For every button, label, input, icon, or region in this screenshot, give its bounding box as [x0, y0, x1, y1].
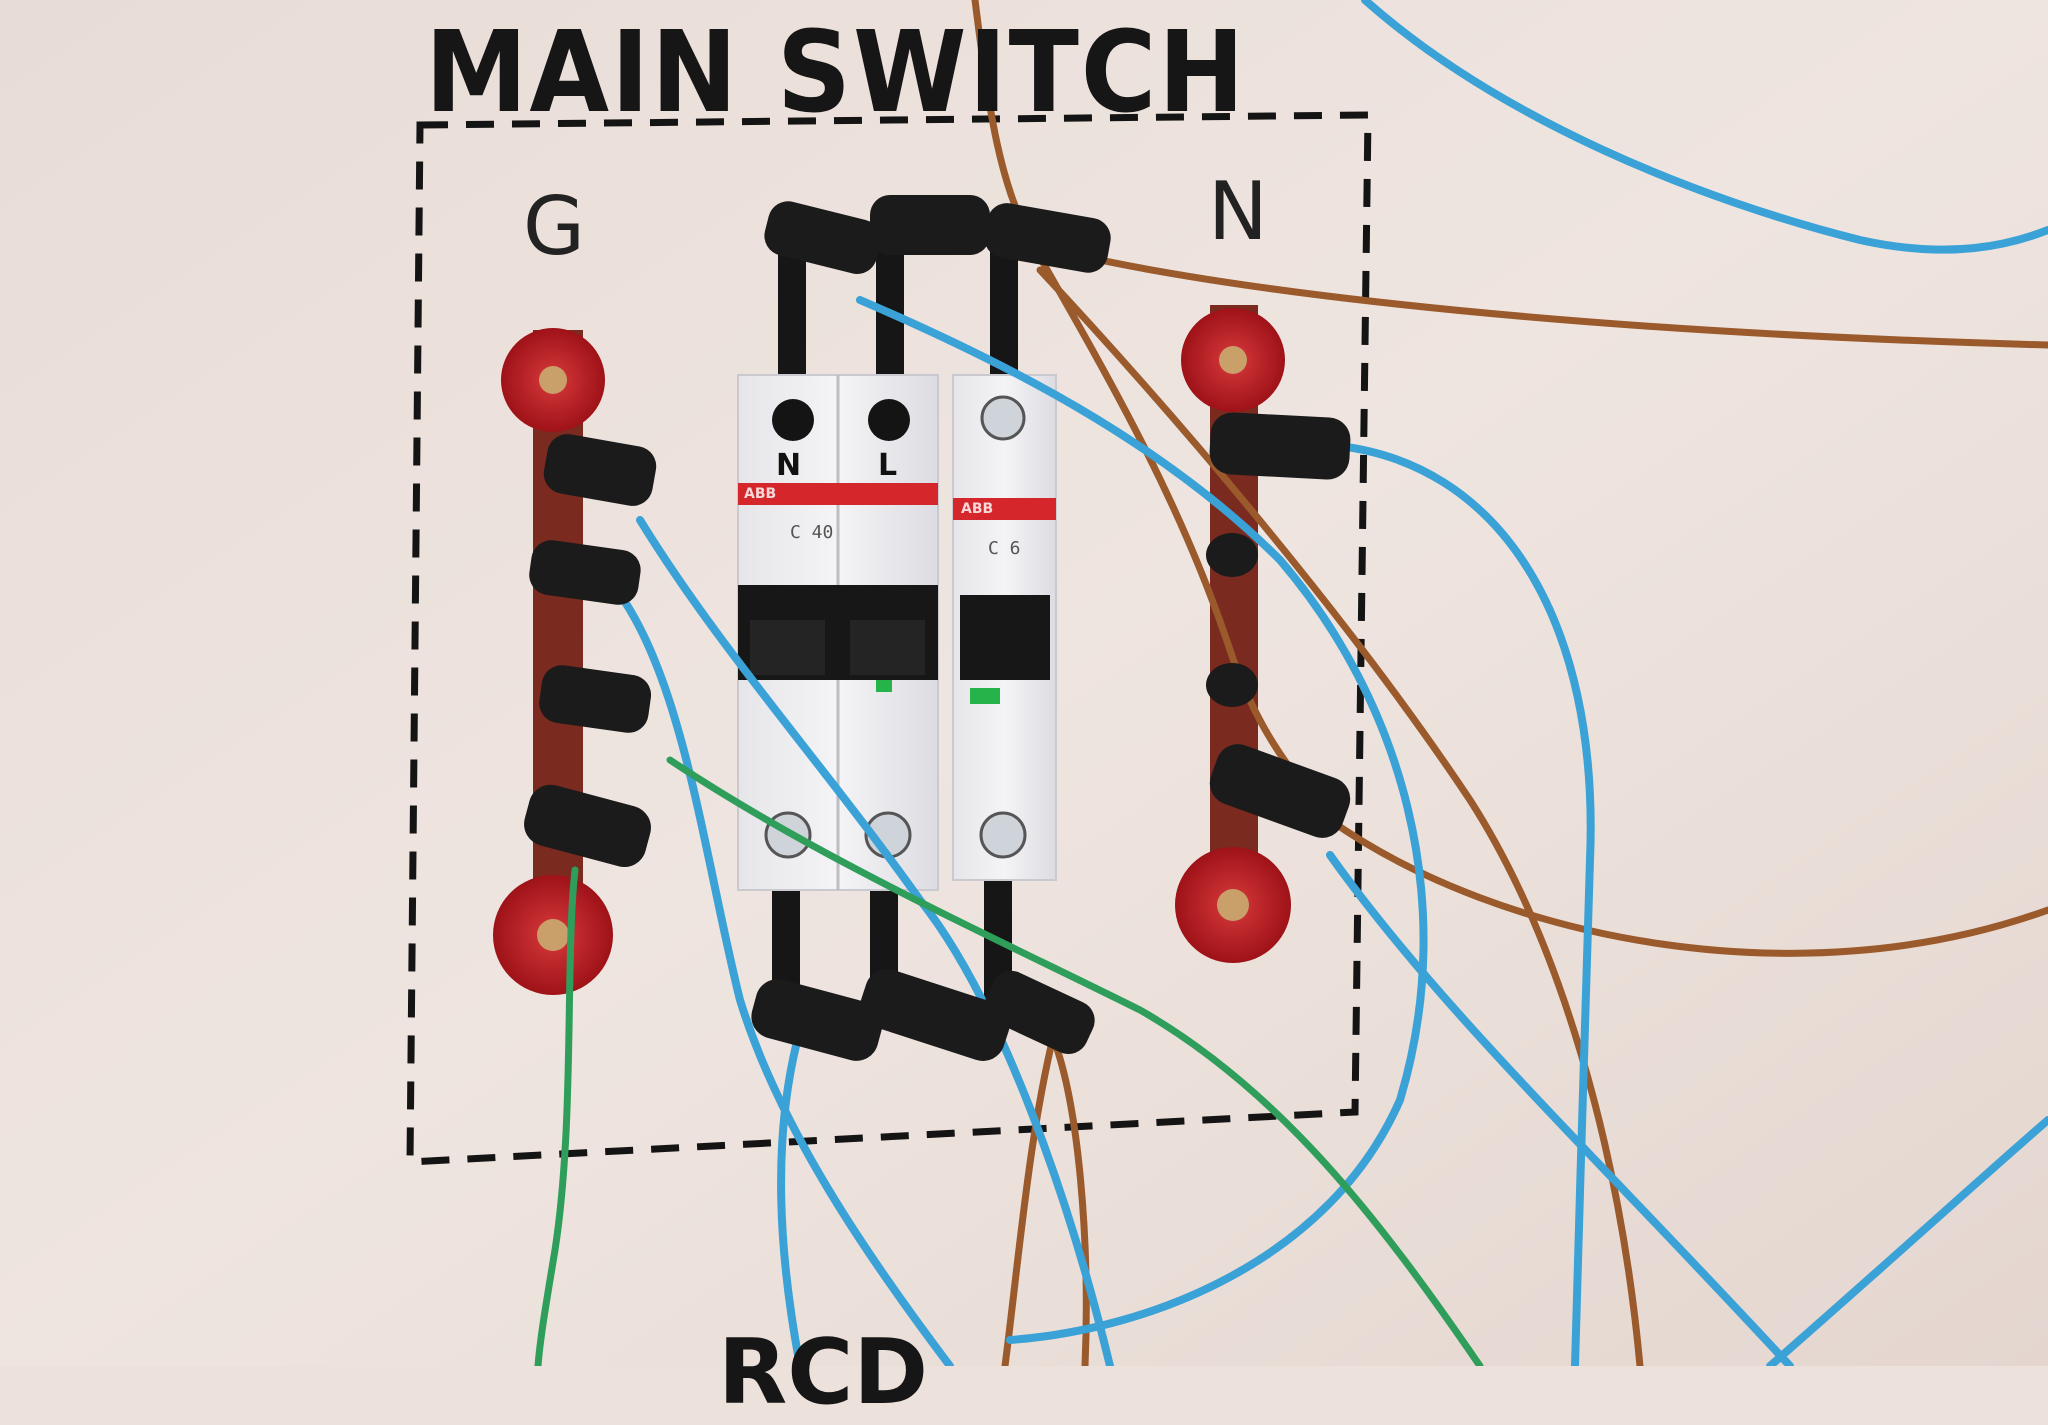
single-pole-breaker — [952, 374, 1057, 881]
neutral-label: N — [1208, 165, 1268, 258]
ground-busbar — [493, 328, 613, 995]
banana-plugs — [524, 195, 1351, 1061]
double-pole-breaker — [737, 374, 939, 891]
main-switch-title: MAIN SWITCH — [425, 8, 1247, 138]
abb-brand-left: ABB — [744, 486, 777, 502]
rating-left: C 40 — [790, 522, 834, 543]
rcd-label: RCD — [718, 1320, 929, 1425]
breaker-n-pole-label: N — [776, 448, 802, 483]
ground-label: G — [523, 180, 585, 273]
rating-right: C 6 — [988, 538, 1021, 559]
training-board-photo — [0, 0, 2048, 1366]
breaker-l-pole-label: L — [878, 448, 898, 483]
green-wires — [534, 756, 1484, 1366]
abb-brand-right: ABB — [961, 501, 994, 517]
main-switch-dashed-box — [406, 111, 1372, 1166]
